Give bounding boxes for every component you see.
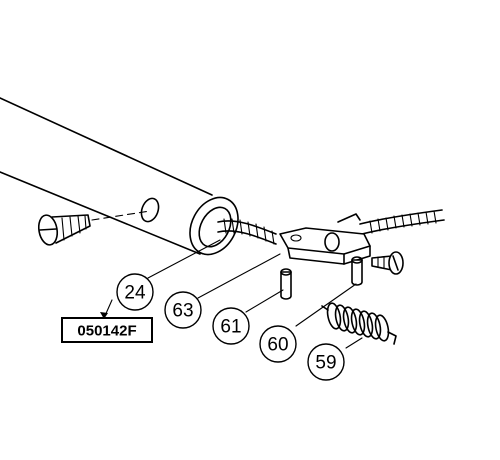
callout-60: 60 xyxy=(259,325,297,363)
callout-label-60: 60 xyxy=(267,335,288,356)
chain-bracket-part xyxy=(217,209,445,265)
leader-lines xyxy=(100,239,363,349)
callout-24: 24 xyxy=(116,273,154,311)
callout-label-61: 61 xyxy=(220,317,241,338)
left-screw-part xyxy=(37,210,151,246)
callout-63: 63 xyxy=(164,291,202,329)
pin-part xyxy=(280,256,363,300)
callout-59: 59 xyxy=(307,343,345,381)
right-screw-part xyxy=(371,251,404,275)
callout-61: 61 xyxy=(212,307,250,345)
callout-label-24: 24 xyxy=(124,283,146,304)
tube-part xyxy=(0,97,239,256)
callout-label-59: 59 xyxy=(315,353,336,374)
spring-part xyxy=(321,302,397,345)
part-number-label: 050142F xyxy=(77,323,136,340)
callout-label-63: 63 xyxy=(172,301,193,322)
part-number-box: 050142F xyxy=(61,317,153,343)
